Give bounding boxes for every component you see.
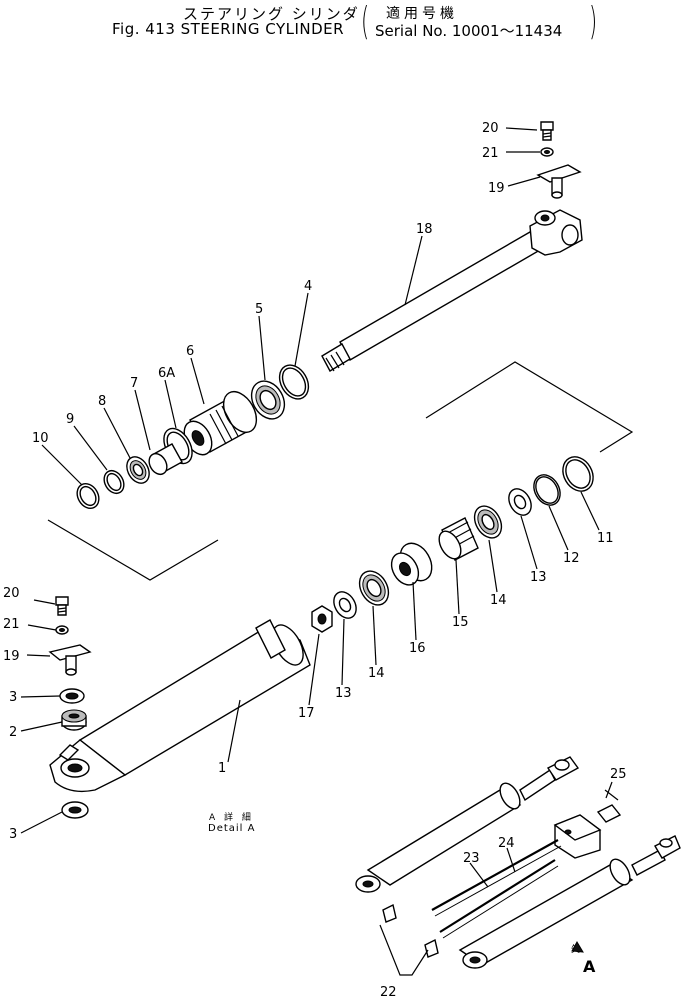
o-ring-inner-part-4 — [281, 367, 307, 397]
seal-part-14-lower — [358, 570, 390, 606]
callout-11: 11 — [597, 531, 614, 546]
detail-a-installed-view — [355, 756, 681, 969]
callout-23: 23 — [463, 851, 480, 866]
piston-part-16 — [390, 542, 433, 586]
cylinder-head-part-6 — [183, 391, 258, 456]
bolt-part-20-upper — [540, 121, 554, 141]
piston-assembly — [311, 456, 594, 633]
callout-8: 8 — [98, 394, 106, 409]
callout-22: 22 — [380, 985, 397, 998]
callout-10: 10 — [32, 431, 49, 446]
serial-applicability-japanese: 適用号機 — [386, 6, 458, 22]
callout-24: 24 — [498, 836, 515, 851]
ring-inner-part-9 — [106, 472, 122, 492]
callout-7: 7 — [130, 376, 138, 391]
callout-3-lower: 3 — [9, 827, 17, 842]
ring-inner-part-11 — [565, 459, 591, 489]
nut-part-17 — [311, 605, 333, 633]
o-ring-inner-part-12 — [535, 476, 559, 504]
callout-21-upper: 21 — [482, 146, 499, 161]
callout-21-lower: 21 — [3, 617, 20, 632]
wear-ring-part-15 — [438, 517, 479, 561]
cylinder-tube-assembly — [48, 596, 311, 819]
bushing-part-7 — [148, 443, 183, 476]
callout-13-upper: 13 — [530, 570, 547, 585]
callout-6a: 6A — [158, 366, 175, 381]
callout-19-upper: 19 — [488, 181, 505, 196]
callout-labels: 20 21 19 18 4 5 6 6A 7 8 9 10 11 12 13 1… — [3, 121, 627, 998]
callout-13-lower: 13 — [335, 686, 352, 701]
callout-2: 2 — [9, 725, 17, 740]
piston-rod-assembly — [76, 121, 583, 510]
figure-title: Fig. 413 STEERING CYLINDER — [112, 20, 345, 38]
callout-5: 5 — [255, 302, 263, 317]
callout-9: 9 — [66, 412, 74, 427]
callout-4: 4 — [304, 279, 312, 294]
lock-plate-part-19-upper — [536, 164, 582, 199]
callout-18: 18 — [416, 222, 433, 237]
callout-3-upper: 3 — [9, 690, 17, 705]
leader-lines — [20, 127, 613, 976]
washer-hole-lower — [59, 628, 65, 632]
piston-rod-part-18 — [321, 209, 583, 372]
spherical-bearing-part-2 — [61, 709, 87, 731]
view-arrow-label: A — [583, 957, 596, 976]
callout-16: 16 — [409, 641, 426, 656]
serial-bracket-open: ( — [361, 0, 370, 43]
callout-1: 1 — [218, 761, 226, 776]
callout-14-upper: 14 — [490, 593, 507, 608]
callout-14-lower: 14 — [368, 666, 385, 681]
callout-15: 15 — [452, 615, 469, 630]
packing-part-5 — [250, 380, 286, 420]
cylinder-tube-part-1 — [49, 619, 311, 793]
callout-17: 17 — [298, 706, 315, 721]
dust-seal-inner-part-10 — [79, 485, 97, 507]
callout-19-lower: 19 — [3, 649, 20, 664]
callout-20-upper: 20 — [482, 121, 499, 136]
serial-bracket-close: ) — [589, 0, 598, 43]
washer-hole-part-13-lower — [338, 597, 352, 613]
alignment-lines — [47, 361, 634, 581]
view-arrow-icon — [571, 941, 584, 953]
rod-packing-part-8 — [126, 456, 150, 484]
callout-12: 12 — [563, 551, 580, 566]
callout-25: 25 — [610, 767, 627, 782]
bolt-part-20-lower — [55, 596, 69, 616]
bushing-part-3-upper — [59, 688, 85, 704]
lock-plate-part-19-lower — [48, 644, 92, 676]
bushing-part-3-lower — [61, 801, 89, 819]
detail-labels: A 詳 細 Detail A 矢 A — [208, 811, 596, 976]
washer-hole-upper — [544, 150, 550, 154]
washer-hole-part-13-upper — [513, 494, 527, 510]
figure-title-japanese: ステアリング シリンダ — [183, 5, 360, 23]
callout-6: 6 — [186, 344, 194, 359]
callout-20-lower: 20 — [3, 586, 20, 601]
detail-a-label-japanese: A 詳 細 — [209, 811, 254, 823]
detail-a-label: Detail A — [208, 823, 255, 834]
seal-part-14-upper — [473, 505, 503, 539]
figure-header: ステアリング シリンダ Fig. 413 STEERING CYLINDER (… — [0, 0, 681, 48]
serial-number-range: Serial No. 10001～11434 — [375, 22, 563, 40]
